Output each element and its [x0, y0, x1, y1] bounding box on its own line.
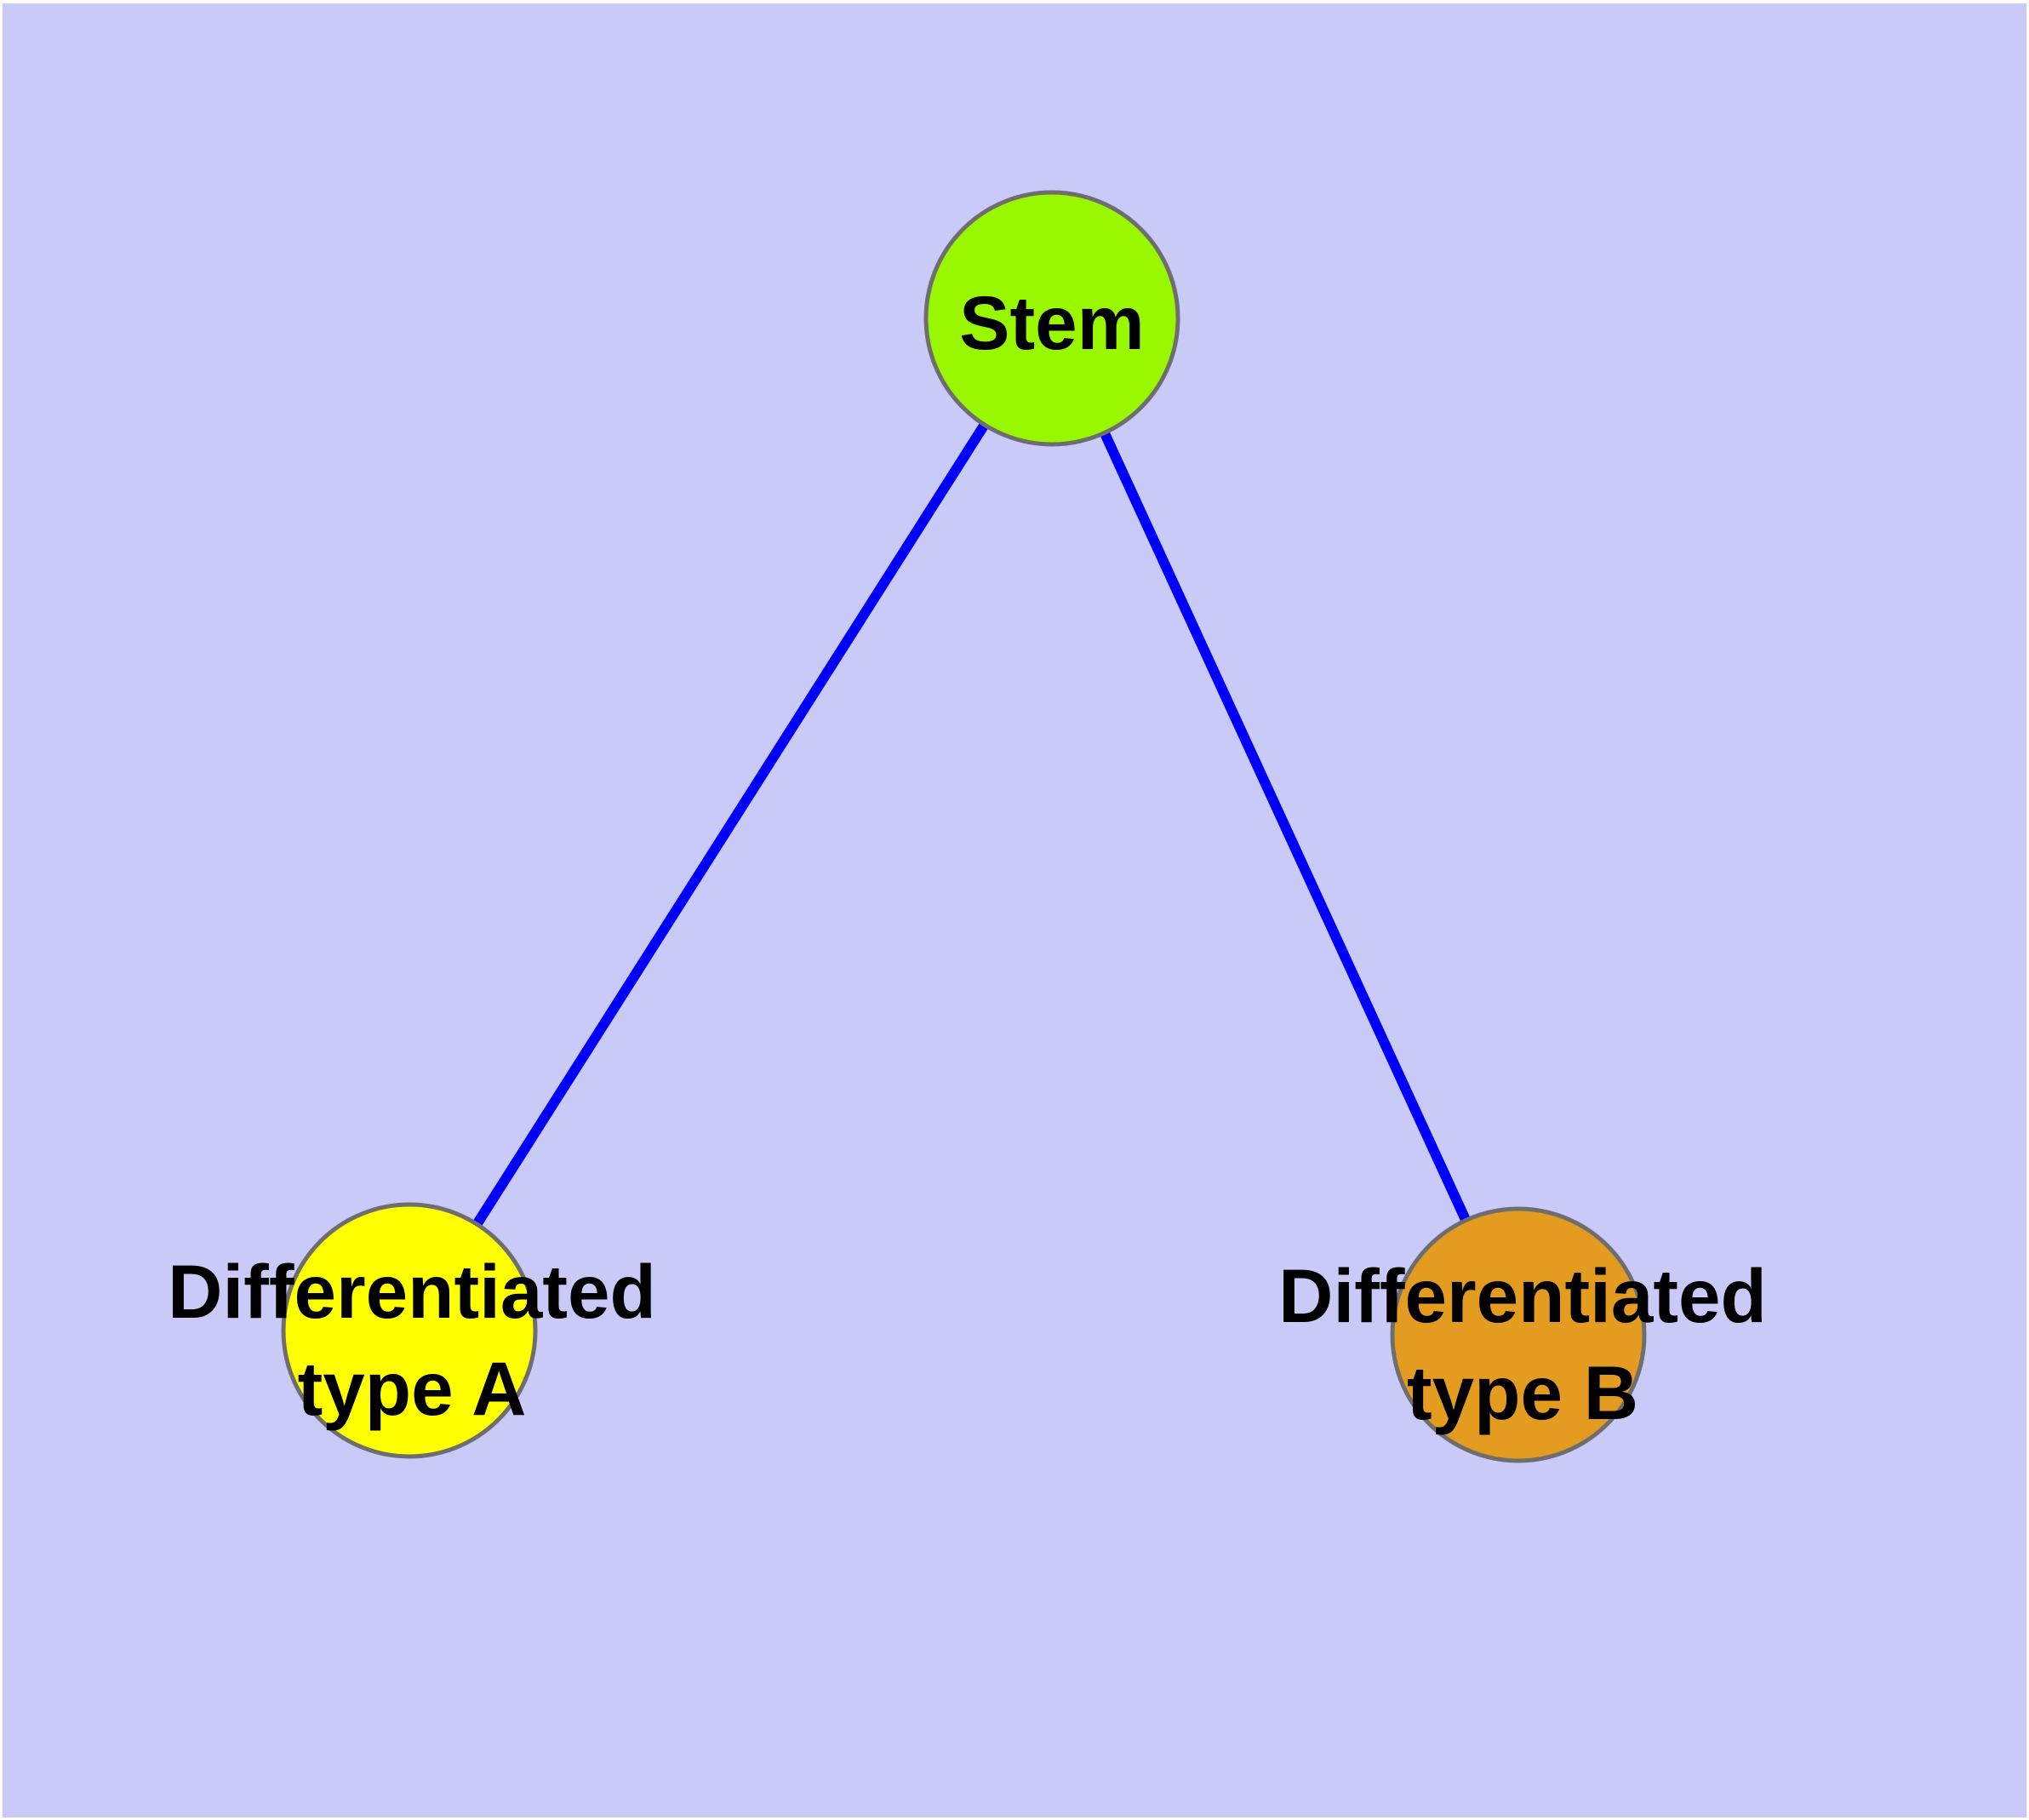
node-type-a-circle[interactable] — [281, 1202, 538, 1459]
node-stem-circle[interactable] — [923, 190, 1180, 447]
edge-stem-to-type-a — [404, 315, 1057, 1334]
graph-svg — [281, 190, 1647, 1463]
node-type-b-circle[interactable] — [1390, 1206, 1647, 1463]
diagram-canvas: Stem Differentiated type A Differentiate… — [3, 3, 2026, 1817]
edge-stem-to-type-b — [1047, 316, 1523, 1337]
